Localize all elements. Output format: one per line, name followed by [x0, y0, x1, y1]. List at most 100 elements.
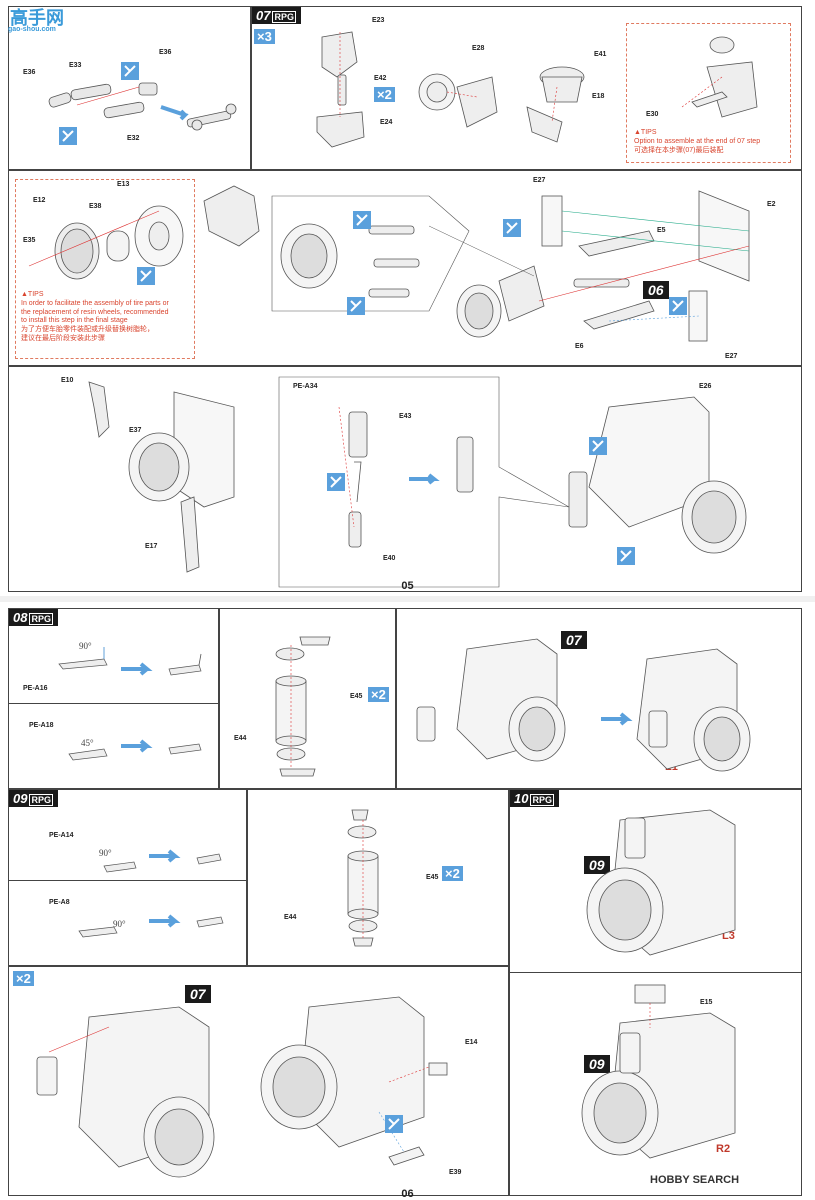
glue-icon-10 [617, 547, 635, 565]
multiplier-x2-08: ×2 [368, 687, 389, 702]
assembly-illustration-l3 [586, 809, 736, 956]
label-e27-bottom: E27 [725, 353, 738, 360]
label-e28: E28 [472, 45, 485, 52]
label-e17: E17 [145, 543, 158, 550]
panel-step-10-r2: E15 09 R2 [509, 972, 802, 1196]
label-e43: E43 [399, 413, 412, 420]
multiplier-x2-bottom: ×2 [13, 971, 34, 986]
tip-english-1: In order to facilitate the assembly of t… [21, 299, 169, 307]
label-e2: E2 [767, 201, 776, 208]
hub-option-illustration [681, 36, 758, 118]
label-pe-a18: PE-A18 [29, 722, 54, 729]
tip-chinese-1: 为了方便车胎零件装配或升级替换树脂轮， [21, 326, 154, 333]
step-ref-06: 06 [643, 281, 669, 299]
step-ref-09-a: 09 [584, 856, 610, 874]
hobbysearch-logo: HOBBY SEARCH [650, 1174, 740, 1186]
page-number-05: 05 [401, 580, 414, 592]
label-e41: E41 [594, 51, 607, 58]
label-e36-right: E36 [159, 49, 172, 56]
panel-step-08-result: 07 L1 [396, 608, 802, 789]
label-e42: E42 [374, 75, 387, 82]
label-e23: E23 [372, 17, 385, 24]
bracket-bend-illustration-2 [68, 739, 202, 761]
label-e39: E39 [449, 1169, 462, 1176]
hub-parts-illustration [316, 31, 585, 148]
tip-english-2: the replacement of resin wheels, recomme… [21, 308, 169, 316]
label-e33: E33 [69, 62, 82, 69]
page-number-06: 06 [401, 1188, 414, 1200]
angle-label-3: 90° [99, 848, 112, 858]
tip-chinese-2: 建议在最后阶段安装此步骤 [21, 334, 105, 342]
label-e12: E12 [33, 197, 46, 204]
watermark-url: gao-shou.com [8, 26, 56, 33]
tip-step07: ▲TIPS Option to assemble at the end of 0… [634, 129, 760, 155]
airbag-illustration-1 [275, 636, 331, 777]
glue-icon-2 [59, 127, 77, 145]
wheel-illustration [28, 185, 750, 342]
panel-bottom-assembly: ×2 07 E14 E39 [8, 966, 509, 1196]
panel-axle-assembly: E36 E33 E36 E32 [8, 6, 251, 170]
label-e13: E13 [117, 181, 130, 188]
glue-icon-6 [503, 219, 521, 237]
multiplier-x3: ×3 [254, 29, 275, 44]
tip-title: ▲TIPS [634, 129, 657, 136]
bracket-bend-illustration-3 [103, 849, 222, 873]
glue-icon-3 [137, 267, 155, 285]
label-e37: E37 [129, 427, 142, 434]
glue-icon-7 [669, 297, 687, 315]
label-e38: E38 [89, 203, 102, 210]
label-e10: E10 [61, 377, 74, 384]
glue-icon-8 [327, 473, 345, 491]
label-e44-09: E44 [284, 914, 297, 921]
label-e15: E15 [700, 999, 713, 1006]
panel-step-09-shock: E45 ×2 E44 [247, 789, 509, 966]
tip-box-wheel [15, 179, 195, 359]
label-pe-a14: PE-A14 [49, 832, 74, 839]
label-e45-09: E45 [426, 874, 439, 881]
suspension-illustration [88, 376, 747, 588]
tip-english: Option to assemble at the end of 07 step [634, 137, 761, 145]
multiplier-x2-09: ×2 [442, 866, 463, 881]
bracket-bend-illustration-4 [78, 914, 224, 938]
step-ref-07: 07 [561, 631, 587, 649]
label-e35: E35 [23, 237, 36, 244]
label-e18: E18 [592, 93, 605, 100]
label-e14: E14 [465, 1039, 478, 1046]
angle-label-2: 45° [81, 738, 94, 748]
watermark-logo: 高手网 [10, 8, 64, 28]
result-label-r2: R2 [716, 1143, 731, 1155]
driveshaft-illustration [48, 82, 237, 131]
label-e45: E45 [350, 693, 363, 700]
tip-english-3: to install this step in the final stage [21, 317, 128, 325]
label-pe-a34: PE-A34 [293, 383, 318, 390]
panel-step-08-b: PE-A18 45° [8, 703, 219, 789]
step-ref-09-b: 09 [584, 1055, 610, 1073]
glue-icon-9 [589, 437, 607, 455]
assembly-illustration-r2 [581, 984, 736, 1159]
bottom-illustration [36, 996, 448, 1178]
label-e5: E5 [657, 227, 666, 234]
step-ref-07-bottom: 07 [185, 985, 211, 1003]
angle-label-1: 90° [79, 641, 92, 651]
tip-chinese: 可选择在本步骤(07)最后装配 [634, 146, 724, 154]
bracket-bend-illustration-1 [58, 647, 202, 676]
tip-title: ▲TIPS [21, 291, 44, 298]
glue-icon-4 [353, 211, 371, 229]
assembly-illustration-l1 [416, 638, 751, 772]
glue-icon-1 [121, 62, 139, 80]
multiplier-x2: ×2 [374, 87, 395, 102]
label-e36-left: E36 [23, 69, 36, 76]
label-e30: E30 [646, 111, 659, 118]
label-pe-a16: PE-A16 [23, 685, 48, 692]
panel-step-09-b: PE-A8 90° [8, 880, 247, 966]
glue-icon-5 [347, 297, 365, 315]
panel-suspension: E10 E37 E17 PE-A34 E43 E40 E26 [8, 366, 802, 592]
label-e40: E40 [383, 555, 396, 562]
